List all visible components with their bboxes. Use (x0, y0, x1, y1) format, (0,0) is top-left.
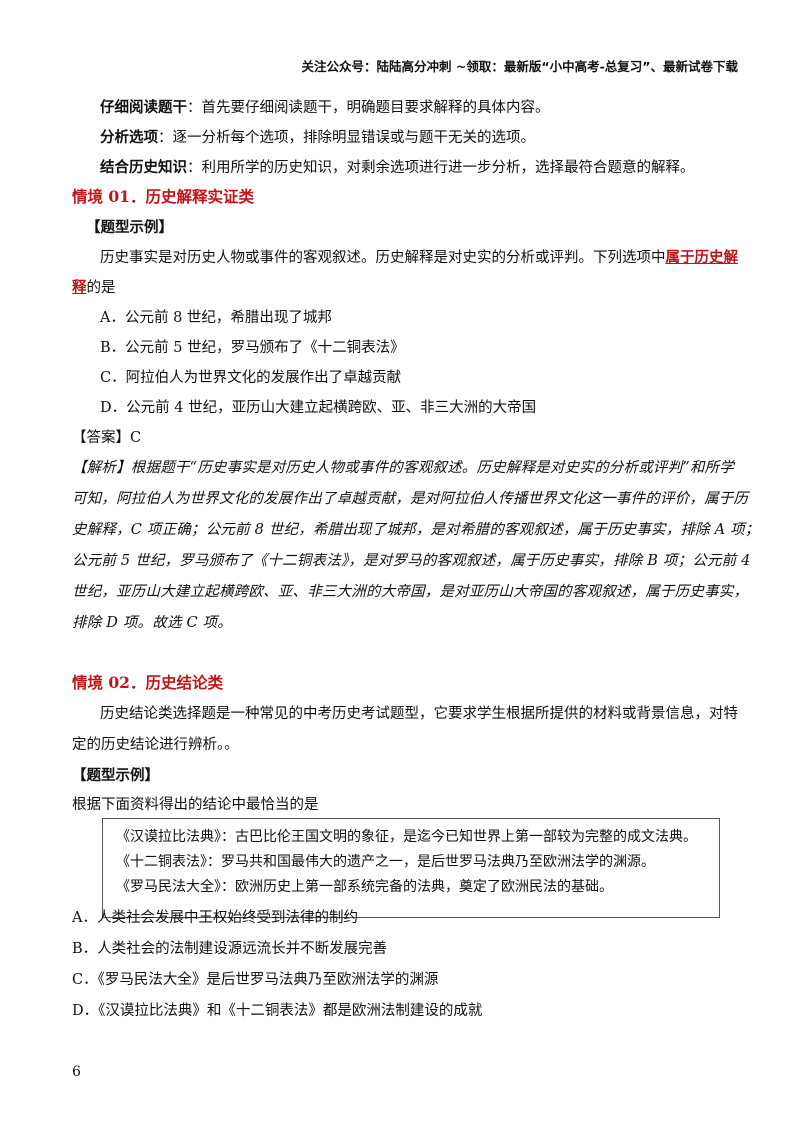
tip-term: 结合历史知识 (100, 159, 187, 176)
scenario1-option-a: A．公元前 8 世纪，希腊出现了城邦 (100, 310, 332, 326)
scenario2-example-label: 【题型示例】 (72, 767, 159, 784)
page-header: 关注公众号：陆陆高分冲刺 ~领取：最新版“小中高考-总复习”、最新试卷下载 (301, 59, 738, 74)
scenario1-title: 情境 01．历史解释实证类 (72, 187, 254, 206)
scenario2-option-a: A．人类社会发展中王权始终受到法律的制约 (72, 910, 358, 926)
scenario1-stem-line1: 历史事实是对历史人物或事件的客观叙述。历史解释是对史实的分析或评判。下列选项中属… (100, 246, 738, 267)
scenario1-option-d: D．公元前 4 世纪，亚历山大建立起横跨欧、亚、非三大洲的大帝国 (100, 400, 537, 416)
scenario2-title: 情境 02．历史结论类 (72, 673, 223, 692)
scenario1-stem-line2: 释的是 (72, 276, 116, 297)
explanation-line: 公元前 5 世纪，罗马颁布了《十二铜表法》，是对罗马的客观叙述，属于历史事实，排… (72, 553, 751, 569)
explanation-line: 世纪，亚历山大建立起横跨欧、亚、非三大洲的大帝国，是对亚历山大帝国的客观叙述，属… (72, 584, 749, 600)
scenario1-option-c: C．阿拉伯人为世界文化的发展作出了卓越贡献 (100, 370, 402, 386)
tip-text: ：利用所学的历史知识，对剩余选项进行进一步分析，选择最符合题意的解释。 (187, 160, 695, 176)
scenario2-question: 根据下面资料得出的结论中最恰当的是 (72, 797, 319, 813)
scenario2-intro-line1: 历史结论类选择题是一种常见的中考历史考试题型，它要求学生根据所提供的材料或背景信… (100, 706, 738, 722)
scenario1-answer: 【答案】C (72, 430, 142, 446)
explanation-line: 【解析】根据题干“历史事实是对历史人物或事件的客观叙述。历史解释是对史实的分析或… (72, 460, 735, 476)
tip-text: ：首先要仔细阅读题干，明确题目要求解释的具体内容。 (187, 100, 550, 116)
stem-text: 历史事实是对历史人物或事件的客观叙述。历史解释是对史实的分析或评判。下列选项中 (100, 250, 666, 266)
explanation-line: 史解释，C 项正确；公元前 8 世纪，希腊出现了城邦，是对希腊的客观叙述，属于历… (72, 522, 760, 538)
explanation-line: 排除 D 项。故选 C 项。 (72, 615, 232, 631)
tip-text: ：逐一分析每个选项，排除明显错误或与题干无关的选项。 (158, 130, 535, 146)
explanation-line: 可知，阿拉伯人为世界文化的发展作出了卓越贡献，是对阿拉伯人传播世界文化这一事件的… (72, 491, 749, 507)
material-line: 《十二铜表法》：罗马共和国最伟大的遗产之一，是后世罗马法典乃至欧洲法学的渊源。 (116, 854, 655, 870)
page-number: 6 (72, 1064, 81, 1080)
scenario2-option-b: B．人类社会的法制建设源远流长并不断发展完善 (72, 941, 388, 957)
scenario1-option-b: B．公元前 5 世纪，罗马颁布了《十二铜表法》 (100, 340, 405, 356)
material-line: 《汉谟拉比法典》：古巴比伦王国文明的象征，是迄今已知世界上第一部较为完整的成文法… (116, 829, 697, 845)
stem-highlight: 属于历史解 (665, 249, 739, 266)
material-box (102, 818, 720, 918)
stem-highlight: 释 (72, 279, 87, 296)
scenario1-example-label: 【题型示例】 (86, 219, 173, 236)
tip-term: 仔细阅读题干 (100, 99, 187, 116)
material-line: 《罗马民法大全》：欧洲历史上第一部系统完备的法典，奠定了欧洲民法的基础。 (116, 879, 613, 895)
tip-analyze-options: 分析选项：逐一分析每个选项，排除明显错误或与题干无关的选项。 (100, 126, 535, 147)
tip-read-stem: 仔细阅读题干：首先要仔细阅读题干，明确题目要求解释的具体内容。 (100, 96, 550, 117)
scenario2-option-d: D．《汉谟拉比法典》和《十二铜表法》都是欧洲法制建设的成就 (72, 1003, 483, 1019)
scenario2-intro-line2: 定的历史结论进行辨析。。 (72, 737, 239, 753)
stem-text: 的是 (86, 280, 116, 296)
scenario2-option-c: C．《罗马民法大全》是后世罗马法典乃至欧洲法学的渊源 (72, 972, 439, 988)
tip-history-knowledge: 结合历史知识：利用所学的历史知识，对剩余选项进行进一步分析，选择最符合题意的解释… (100, 156, 695, 177)
tip-term: 分析选项 (100, 129, 158, 146)
